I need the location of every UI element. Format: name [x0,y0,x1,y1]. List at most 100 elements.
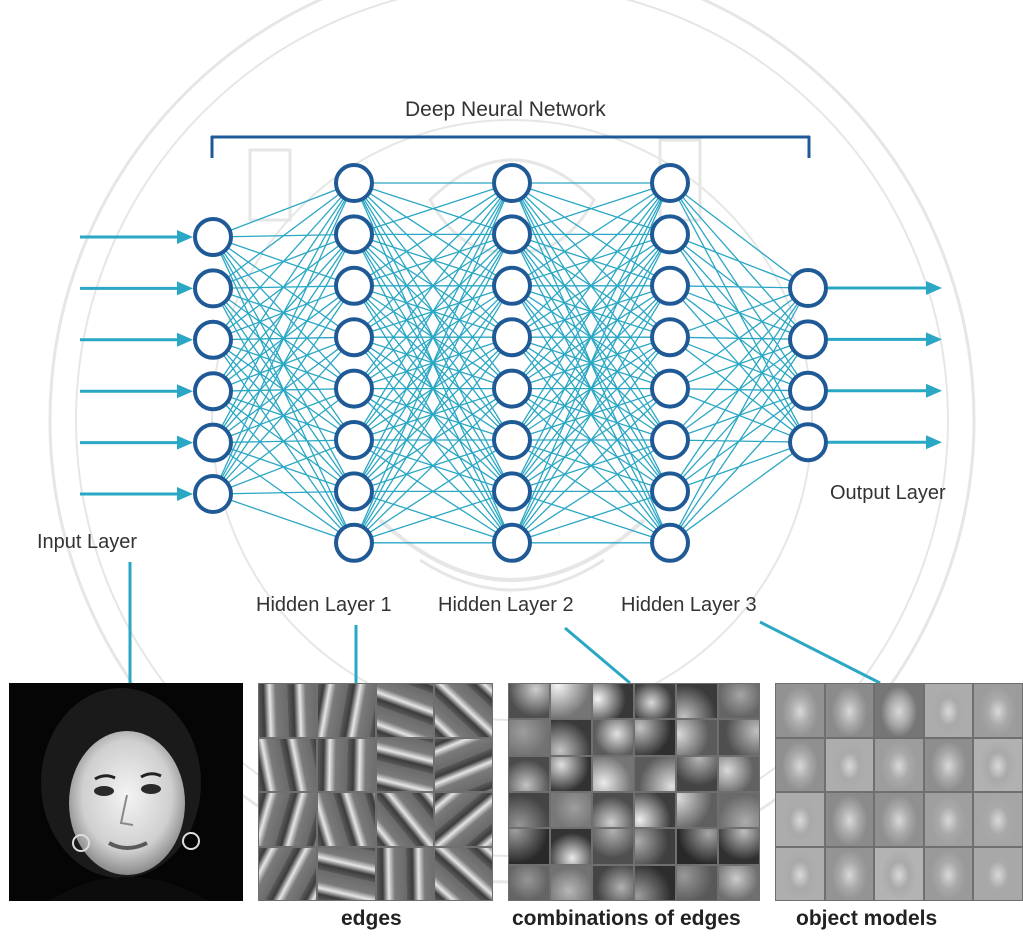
leader-hidden2 [564,626,631,685]
connection-l2-7-3 [353,336,513,544]
objects-cell [875,793,923,846]
edges-cell [317,684,375,737]
neuron-hidden2-1 [492,163,532,203]
neuron-hidden3-7 [650,471,690,512]
edge-combinations-grid [508,683,760,901]
hidden-layer-3-label: Hidden Layer 3 [621,594,757,616]
left-earring [72,834,90,852]
edges-cell [317,793,375,846]
neuron-hidden2-4 [492,317,532,358]
combos-cell [719,829,759,864]
connection-l4-7-1 [669,339,809,544]
connection-l3-2-0 [511,182,671,287]
connection-l1-1-0 [212,182,355,289]
connection-l4-0-0 [669,182,809,289]
combos-cell [593,829,633,864]
neuron-hidden3-2 [650,214,690,255]
objects-cell [825,738,874,791]
io-arrows [80,230,942,501]
neuron-hidden1-3 [334,265,374,306]
connection-l3-3-0 [511,182,671,338]
combos-cell [593,684,633,719]
seal-left-tower [248,148,292,222]
connection-l1-5-3 [212,336,355,495]
combos-cell [719,720,759,755]
input-arrow-4-head [177,384,193,399]
connection-l1-3-0 [212,182,355,392]
neuron-input-4 [193,371,233,412]
combos-cell [635,829,675,864]
connection-l2-2-0 [353,182,513,287]
connection-l3-1-0 [511,182,671,236]
right-eye [141,784,161,794]
combos-cell [509,829,549,864]
connection-l1-5-2 [212,285,355,495]
edges-cell [376,847,434,900]
connection-l3-7-5 [511,439,671,544]
connection-l2-7-4 [353,388,513,544]
combos-cell [551,684,591,719]
connection-l1-4-0 [212,182,355,443]
connection-l1-0-0 [212,182,355,238]
combos-cell [551,756,591,791]
connection-l2-1-0 [353,182,513,236]
output-arrow-1-head [926,281,942,295]
leader-hidden3 [759,620,881,685]
connection-l1-5-4 [212,388,355,495]
neuron-hidden1-8 [334,522,374,563]
connection-l4-5-0 [669,287,809,441]
connection-l2-5-0 [353,182,513,441]
connection-l2-7-0 [353,182,513,544]
edges-cell [317,847,375,900]
output-layer-label: Output Layer [830,482,946,504]
output-arrow-2-head [926,332,942,347]
caption-object-models: object models [796,907,938,930]
connection-l3-7-6 [511,490,671,544]
connection-l1-5-0 [212,182,355,495]
output-arrow-3-head [926,383,942,398]
neuron-input-3 [193,319,233,360]
input-arrow-2-head [177,281,193,296]
combos-cell [509,684,549,719]
combos-cell [593,865,633,900]
combos-cell [635,720,675,755]
combos-cell [635,756,675,791]
combos-cell [593,720,633,755]
edges-cell [435,684,492,737]
connection-l3-7-4 [511,388,671,544]
connection-l2-7-2 [353,285,513,544]
combos-cell [551,793,591,828]
hidden-layer-2-label: Hidden Layer 2 [438,594,574,616]
combos-cell [551,865,591,900]
neuron-hidden3-1 [650,163,690,203]
neuron-hidden2-7 [492,471,532,512]
combos-cell [677,793,717,828]
neuron-hidden1-2 [334,214,374,255]
objects-cell [875,847,923,900]
objects-cell [974,684,1022,737]
connection-l4-1-0 [669,233,809,289]
connection-l2-7-5 [353,439,513,544]
neuron-output-1 [788,268,828,308]
connection-l2-6-0 [353,182,513,492]
combos-cell [719,756,759,791]
portrait-drawing [9,683,243,901]
objects-cell [875,738,923,791]
objects-cell [974,847,1022,900]
objects-cell [875,684,923,737]
edges-cell [435,738,492,791]
neuron-hidden2-5 [492,368,532,409]
combos-cell [719,684,759,719]
combos-cell [509,720,549,755]
connection-l4-7-0 [669,287,809,544]
objects-cell [825,684,874,737]
combos-cell [551,829,591,864]
connection-l2-4-0 [353,182,513,389]
neuron-hidden1-1 [334,163,374,203]
neuron-hidden1-7 [334,471,374,512]
combos-cell [719,865,759,900]
connection-l1-5-1 [212,234,355,495]
edges-cell [259,847,316,900]
neuron-hidden2-8 [492,522,532,563]
